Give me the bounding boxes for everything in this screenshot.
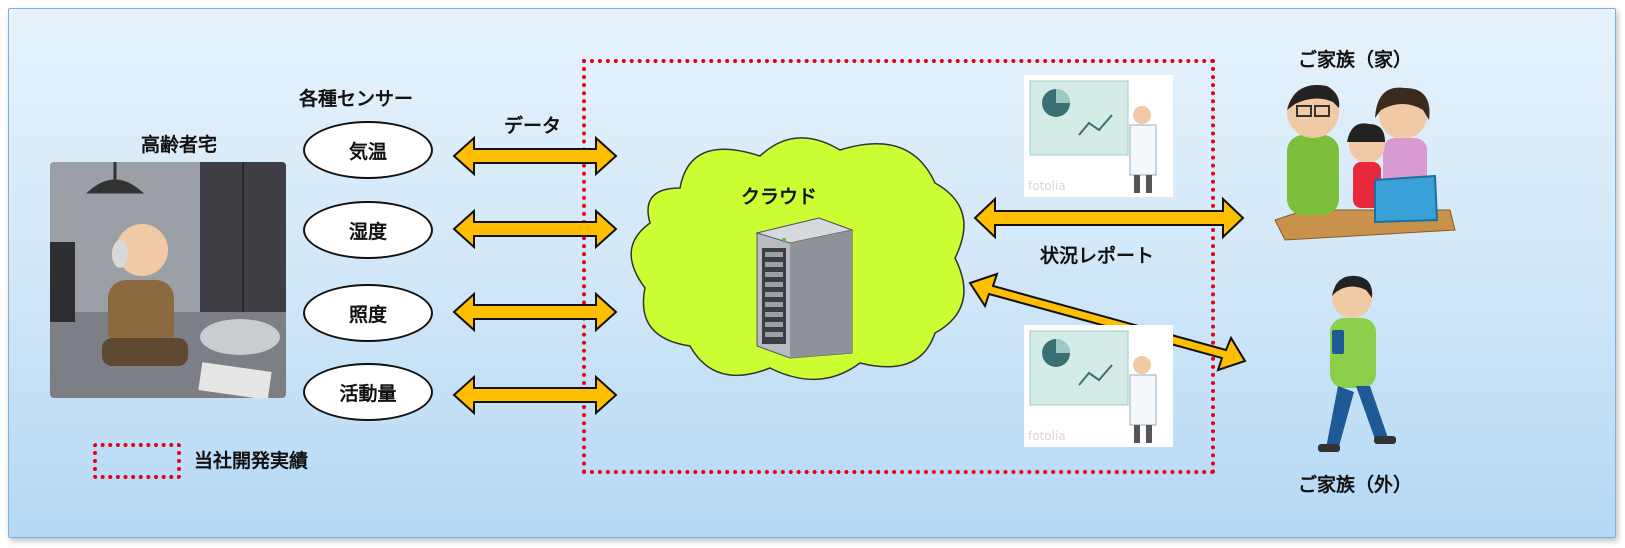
double-arrow-temperature [452,135,618,177]
legend-label: 当社開発実績 [194,450,309,472]
server-icon [755,217,854,359]
family-out-label: ご家族（外） [1298,474,1413,496]
development-boundary [582,59,1215,474]
sensor-humidity: 湿度 [303,201,433,259]
family-out-illustration [1318,275,1396,452]
data-label: データ [504,115,562,137]
double-arrow-report-home [973,196,1245,240]
elderly-home-illustration [50,162,286,398]
sensor-activity: 活動量 [303,363,433,421]
report-label: 状況レポート [1040,245,1155,267]
cloud-label: クラウド [741,186,818,208]
family-home-label: ご家族（家） [1298,49,1413,71]
report-image-top: fotolia [1024,75,1173,197]
watermark-text: fotolia [1028,179,1066,193]
family-home-illustration [1274,85,1456,241]
watermark-text: fotolia [1028,429,1066,443]
sensor-temperature: 気温 [303,121,433,179]
sensors-heading: 各種センサー [299,88,414,110]
sensor-illuminance: 照度 [303,284,433,342]
report-image-bottom: fotolia [1024,325,1173,447]
double-arrow-illuminance [452,291,618,333]
legend-dotted-box [93,443,181,479]
home-label: 高齢者宅 [141,134,218,156]
double-arrow-humidity [452,208,618,250]
double-arrow-activity [452,374,618,416]
double-arrow-report-out [968,272,1247,372]
